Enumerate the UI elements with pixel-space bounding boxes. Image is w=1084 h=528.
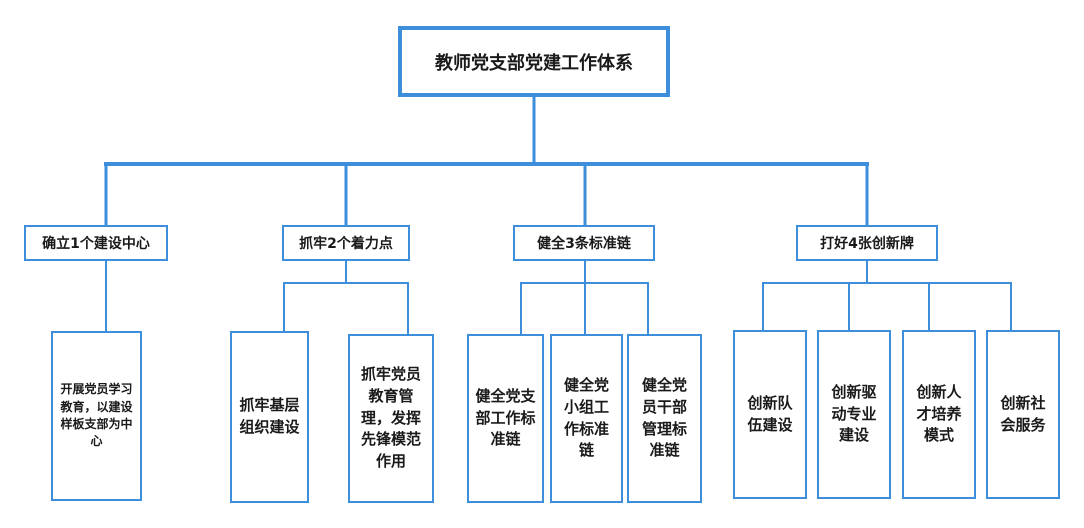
leaf-1-1: 开展党员学习教育，以建设样板支部为中心 <box>51 331 142 501</box>
branch-4-node: 打好4张创新牌 <box>796 225 938 261</box>
leaf-1-1-label: 开展党员学习教育，以建设样板支部为中心 <box>60 382 133 449</box>
leaf-4-4: 创新社会服务 <box>986 330 1060 499</box>
branch-1-label: 确立1个建设中心 <box>42 236 150 252</box>
leaf-2-2: 抓牢党员教育管理，发挥先锋模范作用 <box>348 334 434 503</box>
leaf-3-2: 健全党小组工作标准链 <box>550 334 623 503</box>
leaf-2-1-label: 抓牢基层组织建设 <box>239 396 300 436</box>
leaf-4-2-label: 创新驱动专业建设 <box>831 382 877 445</box>
root-title-box: 教师党支部党建工作体系 <box>398 26 670 97</box>
leaf-3-3: 健全党员干部管理标准链 <box>627 334 702 503</box>
leaf-2-2-label: 抓牢党员教育管理，发挥先锋模范作用 <box>360 365 421 471</box>
branch-3-node: 健全3条标准链 <box>513 225 655 261</box>
leaf-4-2: 创新驱动专业建设 <box>817 330 891 499</box>
branch-1-node: 确立1个建设中心 <box>24 225 168 261</box>
branch-4-label: 打好4张创新牌 <box>820 236 914 252</box>
leaf-3-3-label: 健全党员干部管理标准链 <box>641 376 687 460</box>
branch-2-node: 抓牢2个着力点 <box>282 225 410 261</box>
leaf-3-1: 健全党支部工作标准链 <box>467 334 544 503</box>
branch-3-label: 健全3条标准链 <box>537 236 631 252</box>
leaf-4-1: 创新队伍建设 <box>733 330 807 499</box>
root-title: 教师党支部党建工作体系 <box>435 52 633 74</box>
leaf-4-4-label: 创新社会服务 <box>1000 393 1046 434</box>
leaf-3-2-label: 健全党小组工作标准链 <box>563 376 609 460</box>
branch-2-label: 抓牢2个着力点 <box>299 236 393 252</box>
leaf-4-3: 创新人才培养模式 <box>902 330 976 499</box>
leaf-4-1-label: 创新队伍建设 <box>747 393 793 434</box>
leaf-3-1-label: 健全党支部工作标准链 <box>475 386 536 449</box>
leaf-2-1: 抓牢基层组织建设 <box>230 331 309 503</box>
leaf-4-3-label: 创新人才培养模式 <box>916 382 962 445</box>
